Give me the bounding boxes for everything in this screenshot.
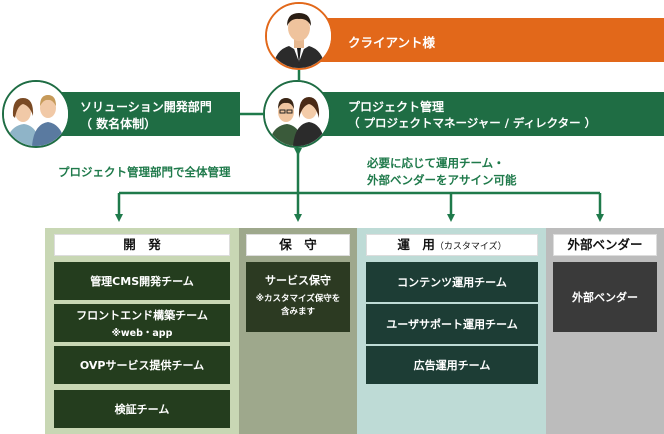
vendor-box: 外部ベンダー xyxy=(553,262,657,332)
dev-team-frontend-label: フロントエンド構築チーム xyxy=(76,309,208,322)
maint-service-label: サービス保守 xyxy=(265,274,331,287)
note-right-line2: 外部ベンダーをアサイン可能 xyxy=(367,173,517,187)
note-left: プロジェクト管理部門で全体管理 xyxy=(58,165,231,179)
maint-header: 保 守 xyxy=(246,234,350,256)
maint-service: サービス保守 ※カスタマイズ保守を 含みます xyxy=(246,262,350,332)
ops-team-ads-label: 広告運用チーム xyxy=(413,359,491,372)
team-avatar-icon xyxy=(2,80,70,148)
dev-team-qa-label: 検証チーム xyxy=(114,403,170,416)
dev-team-ovp: OVPサービス提供チーム xyxy=(54,346,230,384)
dev-team-qa: 検証チーム xyxy=(54,390,230,428)
ops-team-support: ユーザサポート運用チーム xyxy=(366,304,538,344)
ops-header-sub: （カスタマイズ） xyxy=(434,242,507,252)
maint-service-note1: ※カスタマイズ保守を xyxy=(255,294,341,304)
ops-header-main: 運 用 xyxy=(397,237,435,252)
ops-team-ads: 広告運用チーム xyxy=(366,346,538,384)
ops-team-support-label: ユーザサポート運用チーム xyxy=(386,318,518,331)
ops-team-content: コンテンツ運用チーム xyxy=(366,262,538,302)
pm-bar: プロジェクト管理 （ プロジェクトマネージャー / ディレクター ） xyxy=(305,92,664,136)
client-label: クライアント様 xyxy=(348,35,436,50)
dev-team-cms: 管理CMS開発チーム xyxy=(54,262,230,300)
dev-header: 開 発 xyxy=(54,234,230,256)
ops-header: 運 用（カスタマイズ） xyxy=(366,234,538,256)
businessman-avatar-icon xyxy=(265,2,333,70)
dev-team-ovp-label: OVPサービス提供チーム xyxy=(79,359,205,372)
dev-team-cms-label: 管理CMS開発チーム xyxy=(90,275,194,288)
dev-team-frontend: フロントエンド構築チーム ※web・app xyxy=(54,304,230,342)
pm-subtitle: （ プロジェクトマネージャー / ディレクター ） xyxy=(348,116,597,130)
client-bar: クライアント様 xyxy=(305,18,664,62)
dev-team-frontend-note: ※web・app xyxy=(111,328,173,339)
ops-team-content-label: コンテンツ運用チーム xyxy=(397,276,507,289)
vendor-box-label: 外部ベンダー xyxy=(572,291,638,304)
vendor-header: 外部ベンダー xyxy=(553,234,657,256)
maint-service-note2: 含みます xyxy=(280,307,315,317)
note-right-line1: 必要に応じて運用チーム・ xyxy=(367,156,505,170)
solution-subtitle: （ 数名体制） xyxy=(80,117,157,131)
pm-title: プロジェクト管理 xyxy=(348,100,445,114)
solution-title: ソリューション開発部門 xyxy=(80,100,212,114)
pm-team-avatar-icon xyxy=(263,80,331,148)
